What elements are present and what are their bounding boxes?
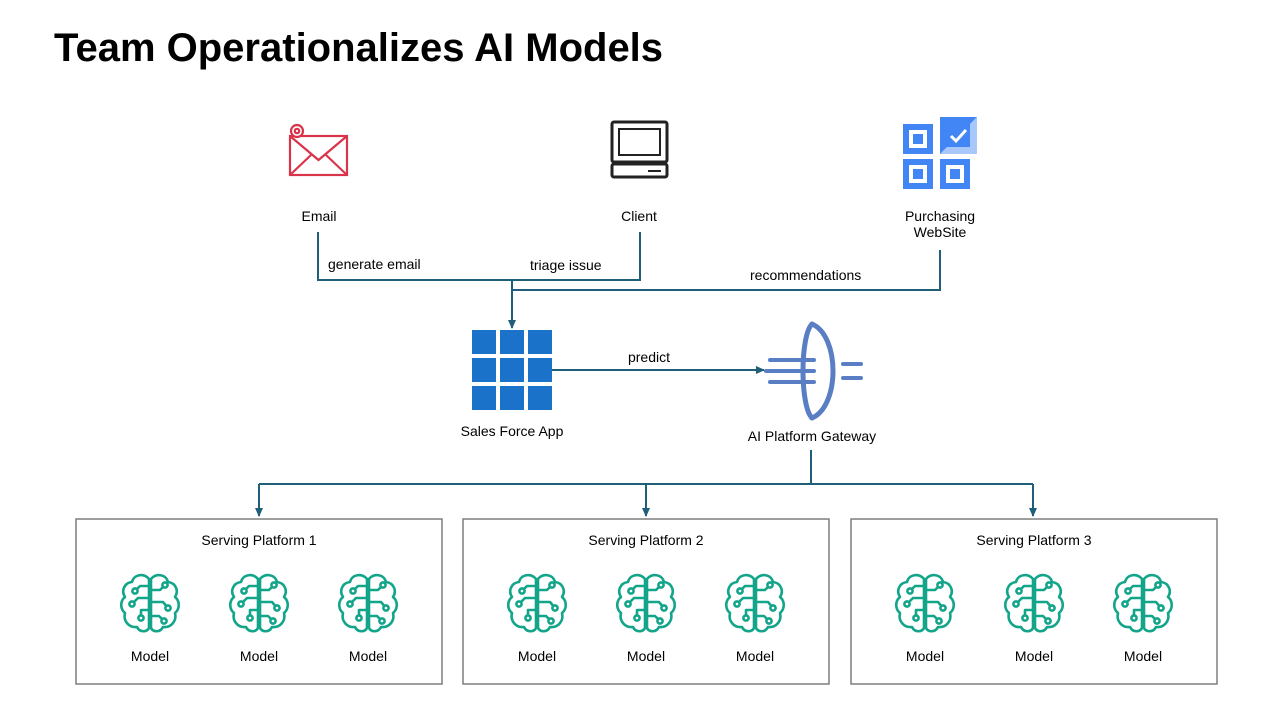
model-label: Model — [131, 648, 169, 664]
model-label: Model — [627, 648, 665, 664]
model-label: Model — [518, 648, 556, 664]
client-label: Client — [621, 208, 657, 224]
edge-label-triage-issue: triage issue — [530, 257, 602, 273]
page-title: Team Operationalizes AI Models — [54, 26, 664, 70]
model-label: Model — [1015, 648, 1053, 664]
model-item: Model — [1003, 573, 1065, 664]
ml-model-brain-icon — [894, 573, 956, 633]
ml-model-brain-icon — [1003, 573, 1065, 633]
model-label: Model — [240, 648, 278, 664]
ai-platform-gateway-label: AI Platform Gateway — [748, 428, 876, 444]
ml-model-brain-icon — [506, 573, 568, 633]
ml-model-brain-icon — [337, 573, 399, 633]
model-item: Model — [894, 573, 956, 664]
model-item: Model — [1112, 573, 1174, 664]
edge-label-generate-email: generate email — [328, 256, 421, 272]
email-icon — [288, 123, 349, 177]
model-item: Model — [615, 573, 677, 664]
serving-platform-title: Serving Platform 2 — [588, 532, 703, 548]
gateway-icon — [764, 321, 863, 421]
serving-platform-title: Serving Platform 3 — [976, 532, 1091, 548]
model-label: Model — [906, 648, 944, 664]
sales-force-app-label: Sales Force App — [461, 423, 564, 439]
platform-connectors — [255, 450, 1037, 517]
purchasing-website-icon — [903, 117, 977, 189]
computer-terminal-icon — [610, 120, 669, 179]
model-label: Model — [736, 648, 774, 664]
ml-model-brain-icon — [615, 573, 677, 633]
serving-platform-2: Serving Platform 2 Model Model Model — [462, 518, 830, 685]
app-grid-icon — [472, 330, 552, 410]
model-item: Model — [228, 573, 290, 664]
edge-label-recommendations: recommendations — [750, 267, 861, 283]
ml-model-brain-icon — [228, 573, 290, 633]
ml-model-brain-icon — [119, 573, 181, 633]
model-item: Model — [337, 573, 399, 664]
model-label: Model — [1124, 648, 1162, 664]
ml-model-brain-icon — [1112, 573, 1174, 633]
email-label: Email — [301, 208, 336, 224]
edge-label-predict: predict — [628, 349, 670, 365]
serving-platform-1: Serving Platform 1 Model Model Model — [75, 518, 443, 685]
model-item: Model — [506, 573, 568, 664]
model-label: Model — [349, 648, 387, 664]
source-connectors — [317, 232, 941, 329]
serving-platform-title: Serving Platform 1 — [201, 532, 316, 548]
model-item: Model — [724, 573, 786, 664]
serving-platform-3: Serving Platform 3 Model Model Model — [850, 518, 1218, 685]
ml-model-brain-icon — [724, 573, 786, 633]
model-item: Model — [119, 573, 181, 664]
